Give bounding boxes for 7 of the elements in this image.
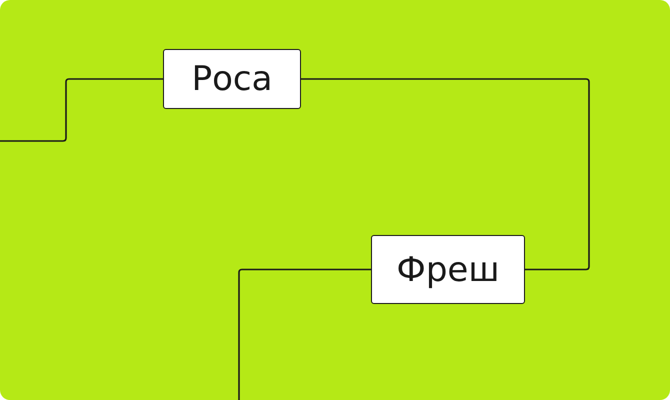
label-box bbox=[163, 49, 301, 109]
connector-line bbox=[238, 268, 371, 400]
connector-line bbox=[0, 78, 163, 142]
node-label: Роса bbox=[192, 59, 272, 99]
connector-line bbox=[301, 78, 590, 270]
node-label: Фреш bbox=[396, 250, 500, 290]
label-box bbox=[371, 235, 525, 304]
